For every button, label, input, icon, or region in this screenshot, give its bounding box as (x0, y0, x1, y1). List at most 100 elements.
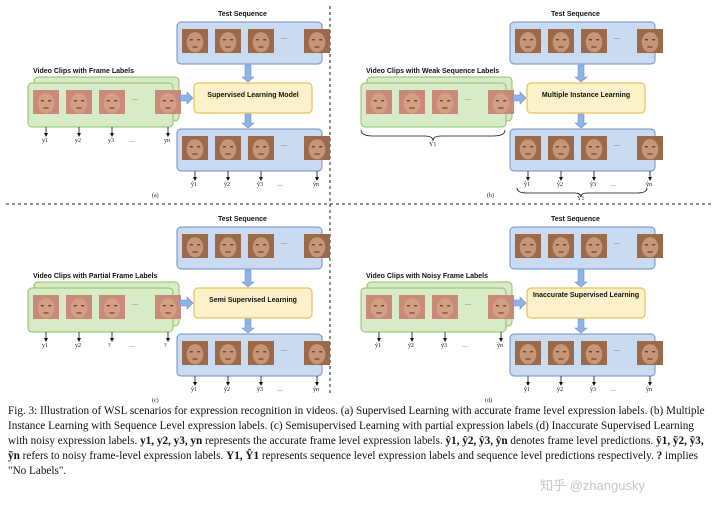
panel-d-output-frame-1-skin (519, 344, 537, 365)
panel-a-test-ellipsis: … (281, 35, 287, 41)
caption-q-term: ? (656, 450, 663, 462)
panel-c-input-arrow-1-head (44, 338, 48, 342)
panel-b-seq-pred-label: Ŷ1 (577, 196, 585, 202)
panel-a-input-label-1: y1 (42, 138, 48, 144)
panel-c-input-label-3: ? (108, 343, 111, 349)
panel-c-train-frame-3-skin (103, 298, 121, 319)
panel-d-letter: (d) (485, 398, 492, 404)
panel-b-test-frame-3-skin (585, 32, 603, 53)
panel-a-train-frame-1-skin (37, 93, 55, 114)
panel-a-train-frame-2-skin (70, 93, 88, 114)
figure-stage: Test Sequence … Supervised Learning Model …… (6, 6, 714, 404)
panel-a-arrow-clips-method (179, 91, 194, 105)
panel-a-test-frame-3-skin (252, 32, 270, 53)
panel-d-output-frame-2-skin (552, 344, 570, 365)
panel-a-test-frame-2-skin (219, 32, 237, 53)
panel-b-arrow-method-output (574, 113, 588, 129)
panel-a-output-arrow-3-head (259, 177, 263, 181)
panel-d-test-ellipsis: … (614, 240, 620, 246)
panel-d-input-arrow-3-head (443, 338, 447, 342)
panel-c-test-frame-2-skin (219, 237, 237, 258)
panel-d-test-frame-3-skin (585, 237, 603, 258)
panel-b-letter: (b) (487, 193, 494, 199)
caption-y-terms: y1, y2, y3, yn (140, 435, 203, 447)
panel-c-test-ellipsis: … (281, 240, 287, 246)
panel-c-arrow-test-method (241, 269, 255, 288)
panel-b-output-frame-3-skin (585, 139, 603, 160)
panel-d-test-frame-2-skin (552, 237, 570, 258)
panel-b-output-arrow-1-head (526, 177, 530, 181)
panel-d-test-frame-1-skin (519, 237, 537, 258)
panel-a-input-arrow-1-head (44, 133, 48, 137)
panel-d-output-label-3: ŷ3 (590, 387, 596, 393)
panel-b-train-frame-1-skin (370, 93, 388, 114)
panel-a-method-label: Supervised Learning Model (207, 92, 299, 99)
panel-c-test-title: Test Sequence (218, 216, 267, 223)
panel-c-output-arrow-2-head (226, 382, 230, 386)
figure-caption: Fig. 3: Illustration of WSL scenarios fo… (8, 404, 712, 479)
panel-b-output-arrow-3-head (592, 177, 596, 181)
panel-b-test-ellipsis: … (614, 35, 620, 41)
panel-d-output-arrow-3-head (592, 382, 596, 386)
panel-b-test-title: Test Sequence (551, 11, 600, 18)
panel-a-test-frame-4-skin (308, 32, 326, 53)
panel-a-output-label-5: ŷn (313, 182, 319, 188)
panel-d-train-frame-3-skin (436, 298, 454, 319)
panel-c-output-frame-3-skin (252, 344, 270, 365)
panel-c-arrow-method-output (241, 318, 255, 334)
figure-dividers (6, 6, 714, 395)
panel-d-train-frame-4-skin (492, 298, 510, 319)
panel-c-output-frame-2-skin (219, 344, 237, 365)
panel-c-output-frame-4-skin (308, 344, 326, 365)
panel-d-input-arrow-5-head (499, 338, 503, 342)
caption-part-2: represents the accurate frame level expr… (205, 435, 443, 447)
panel-a-train-frame-3-skin (103, 93, 121, 114)
panel-d-train-frame-2-skin (403, 298, 421, 319)
caption-yhat-terms: ŷ1, ŷ2, ŷ3, ŷn (445, 435, 508, 447)
panel-b-train-ellipsis: … (465, 96, 471, 102)
panel-c-input-arrow-2-head (77, 338, 81, 342)
caption-part-3: denotes frame level predictions. (510, 435, 654, 447)
panel-d-input-label-1: ỹ1 (375, 343, 381, 349)
panel-b-output-arrow-5-head (648, 177, 652, 181)
panel-b-arrow-test-method (574, 64, 588, 83)
panel-a-output-frame-4-skin (308, 139, 326, 160)
panel-c-input-label-2: y2 (75, 343, 81, 349)
panel-a-input-arrow-5-head (166, 133, 170, 137)
panel-d-output-label-5: ŷn (646, 387, 652, 393)
panel-d-input-label-2: ỹ2 (408, 343, 414, 349)
panel-a-output-ellipsis: … (281, 142, 287, 148)
panel-d-test-frame-4-skin (641, 237, 659, 258)
panel-a-input-label-2: y2 (75, 138, 81, 144)
panel-d-input-arrow-1-head (377, 338, 381, 342)
panel-c-input-label-5: ? (164, 343, 167, 349)
panel-b-test-frame-4-skin (641, 32, 659, 53)
panel-a-output-label-4: … (277, 182, 283, 188)
panel-c-input-label-1: y1 (42, 343, 48, 349)
panel-b-output-frame-1-skin (519, 139, 537, 160)
panel-c-output-ellipsis: … (281, 347, 287, 353)
panel-b-output-frame-2-skin (552, 139, 570, 160)
panel-c-train-frame-2-skin (70, 298, 88, 319)
panel-c-test-frame-4-skin (308, 237, 326, 258)
caption-ytilde-terms: ỹ1, ỹ2, ỹ3, ỹn (8, 435, 704, 462)
panel-c-train-frame-1-skin (37, 298, 55, 319)
panel-a-train-ellipsis: … (132, 96, 138, 102)
panel-d-output-label-1: ŷ1 (524, 387, 530, 393)
panel-d-output-arrow-1-head (526, 382, 530, 386)
panel-d-arrow-test-method (574, 269, 588, 288)
panel-d-method-label: Inaccurate Supervised Learning (532, 292, 640, 299)
panel-b-test-frame-2-skin (552, 32, 570, 53)
panel-c-train-ellipsis: … (132, 301, 138, 307)
panel-a-output-label-2: ŷ2 (224, 182, 230, 188)
panel-a-method-box (193, 82, 313, 114)
panel-b-train-frame-2-skin (403, 93, 421, 114)
panel-c-output-label-4: … (277, 387, 283, 393)
panel-d-clips-title: Video Clips with Noisy Frame Labels (366, 273, 489, 280)
panel-d-train-frame-1-skin (370, 298, 388, 319)
panel-b-input-brace (360, 129, 506, 142)
panel-a-output-frame-3-skin (252, 139, 270, 160)
caption-part-4: refers to noisy frame-level expression l… (22, 450, 224, 462)
panel-c-output-arrow-1-head (193, 382, 197, 386)
panel-d-output-ellipsis: … (614, 347, 620, 353)
